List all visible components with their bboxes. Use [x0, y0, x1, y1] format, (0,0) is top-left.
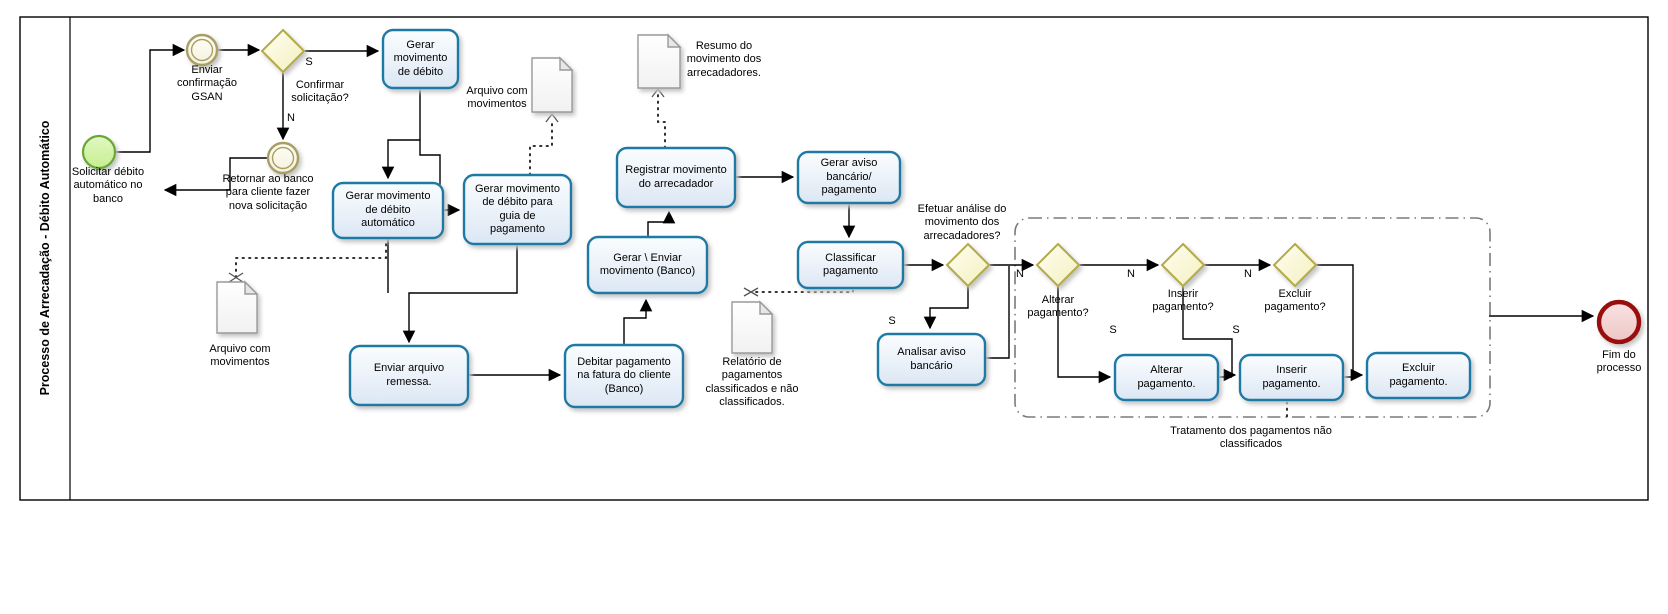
associations — [235, 93, 1288, 419]
task-label: Enviar arquivo remessa. — [373, 362, 445, 388]
sequence-flows — [115, 43, 1595, 384]
flow-inserir-s-to-task — [1182, 286, 1237, 382]
task-label: Alterar pagamento. — [1137, 364, 1196, 390]
start-event-label: Solicitar débito automático no banco — [71, 166, 145, 205]
flow-excluir-gw-to-task — [1316, 264, 1364, 382]
task-alterar-pagamento[interactable] — [1113, 353, 1220, 402]
document-arquivo-movimentos-bottom[interactable] — [216, 281, 258, 334]
document-fold — [559, 56, 574, 71]
document-relatorio-pagamentos[interactable] — [731, 301, 773, 354]
task-excluir-pagamento[interactable] — [1365, 351, 1472, 400]
x-marker — [228, 272, 244, 283]
task-label: Analisar aviso bancário — [897, 346, 966, 372]
branch-label-n: N — [1244, 268, 1252, 280]
assoc-automatico-to-arquivo-doc — [235, 243, 387, 280]
task-gerar-aviso[interactable] — [796, 150, 902, 205]
group-label: Tratamento dos pagamentos não classifica… — [1170, 425, 1332, 451]
intermediate-event-label: Enviar confirmação GSAN — [177, 64, 237, 103]
task-label: Gerar \ Enviar movimento (Banco) — [599, 251, 696, 277]
task-debitar-pagamento[interactable] — [563, 343, 685, 409]
branch-label-n: N — [1016, 268, 1024, 280]
pool — [19, 16, 1649, 501]
task-registrar-movimento[interactable] — [615, 146, 737, 209]
task-label: Gerar movimento de débito automático — [345, 190, 431, 230]
assoc-relatorio-to-classificar — [755, 288, 854, 293]
gateway-alterar-pagamento[interactable] — [1035, 242, 1081, 288]
end-event-label: Fim do processo — [1596, 349, 1642, 375]
task-label: Excluir pagamento. — [1389, 362, 1448, 388]
gateway-label: Confirmar solicitação? — [291, 79, 349, 105]
flow-analise-s-to-analisar — [923, 286, 969, 330]
branch-label-n: N — [1127, 268, 1135, 280]
intermediate-event-inner-ring — [271, 146, 295, 170]
document-resumo-movimento[interactable] — [637, 34, 681, 89]
gateway-efetuar-analise[interactable] — [945, 242, 991, 288]
chevron-marker — [545, 112, 559, 123]
task-label: Inserir pagamento. — [1262, 364, 1321, 390]
assoc-registrar-to-resumo-doc — [657, 93, 666, 149]
branch-label-s: S — [1232, 324, 1240, 336]
document-arquivo-movimentos-top[interactable] — [531, 57, 573, 113]
task-classificar-pagamento[interactable] — [796, 240, 905, 290]
gateway-label: Excluir pagamento? — [1264, 288, 1326, 314]
flow-alterar-s-to-task — [1057, 286, 1112, 384]
flow-start-to-enviar-confirmacao — [115, 43, 186, 153]
gateway-inserir-pagamento[interactable] — [1160, 242, 1206, 288]
end-event-fim-processo[interactable] — [1596, 299, 1642, 345]
task-label: Gerar movimento de débito para guia de p… — [475, 182, 560, 235]
association-markers — [228, 87, 759, 297]
task-gerar-movimento-debito-automatico[interactable] — [331, 181, 445, 240]
flow-retornar-to-left — [163, 157, 267, 197]
document-label: Relatório de pagamentos classificados e … — [705, 356, 799, 409]
gateway-label: Inserir pagamento? — [1152, 288, 1214, 314]
task-gerar-movimento-debito[interactable] — [381, 28, 460, 90]
task-label: Debitar pagamento na fatura do cliente (… — [577, 355, 671, 395]
task-label: Gerar movimento de débito — [393, 38, 448, 78]
gateway-confirmar-solicitacao[interactable] — [260, 28, 306, 74]
flow-gerar-enviar-to-registrar — [647, 210, 676, 237]
task-analisar-aviso[interactable] — [876, 332, 987, 387]
document-fold — [667, 33, 682, 48]
gateway-label: Efetuar análise do movimento dos arrecad… — [917, 203, 1007, 242]
flow-debitar-to-gerar-enviar — [623, 298, 653, 345]
flow-to-gerar-guia — [419, 140, 461, 217]
assoc-guia-to-arquivo-doc — [529, 120, 553, 176]
document-label: Resumo do movimento dos arrecadadores. — [686, 40, 762, 79]
branch-label-s: S — [888, 315, 896, 327]
branch-label-s: S — [1109, 324, 1117, 336]
events — [81, 33, 1642, 345]
group-tratamento-pagamentos[interactable] — [1014, 217, 1491, 418]
pool-label: Processo de Arrecadação - Débito Automát… — [38, 120, 52, 396]
task-gerar-movimento-guia[interactable] — [462, 173, 573, 246]
gateways — [260, 28, 1318, 288]
start-event-solicitar-debito[interactable] — [81, 134, 117, 170]
task-label: Classificar pagamento — [822, 251, 879, 277]
flow-to-gerar-automatico — [381, 88, 421, 180]
branch-label-s: S — [305, 56, 313, 68]
document-label: Arquivo com movimentos — [209, 343, 271, 369]
x-marker — [743, 287, 759, 297]
gateway-excluir-pagamento[interactable] — [1272, 242, 1318, 288]
task-label: Registrar movimento do arrecadador — [625, 164, 727, 190]
task-inserir-pagamento[interactable] — [1238, 353, 1345, 402]
intermediate-event-label: Retornar ao banco para cliente fazer nov… — [222, 173, 314, 212]
flow-guia-to-enviar-arquivo — [402, 244, 518, 344]
documents — [216, 33, 774, 354]
chevron-marker — [651, 87, 665, 98]
intermediate-event-inner-ring — [190, 38, 214, 62]
branch-label-n: N — [287, 112, 295, 124]
tasks — [331, 28, 1472, 409]
task-label: Gerar aviso bancário/ pagamento — [820, 157, 878, 197]
task-gerar-enviar-movimento[interactable] — [586, 235, 709, 295]
gateway-label: Alterar pagamento? — [1027, 294, 1089, 320]
task-enviar-arquivo-remessa[interactable] — [348, 344, 470, 407]
document-label: Arquivo com movimentos — [466, 85, 528, 111]
document-fold — [759, 300, 774, 315]
flow-analisar-merge — [985, 266, 1010, 359]
document-fold — [244, 280, 259, 295]
